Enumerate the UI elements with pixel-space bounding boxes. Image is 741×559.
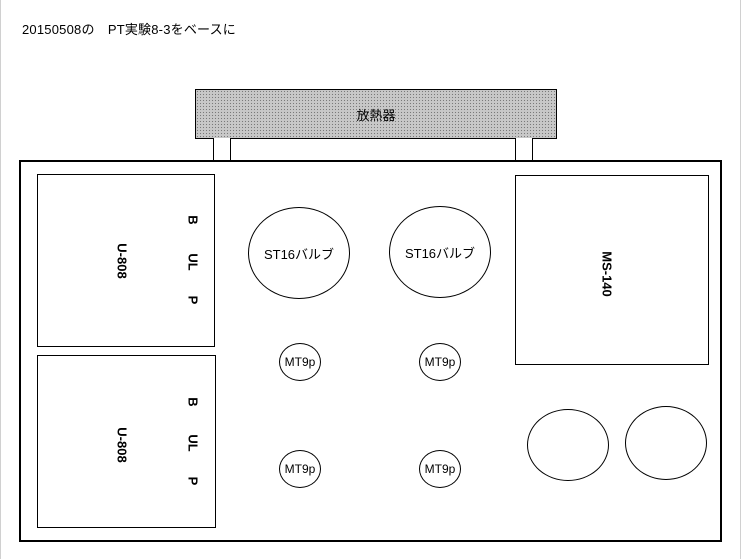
power-tube-socket-1-label: ST16バルブ (263, 246, 335, 262)
small-tube-socket-2-label: MT9p (424, 355, 456, 369)
diagram-title: 20150508の PT実験8-3をベースに (22, 22, 236, 37)
power-tube-socket-2: ST16バルブ (389, 206, 491, 298)
output-transformer-2-terminal-p: P (185, 476, 201, 486)
small-tube-socket-2: MT9p (419, 343, 461, 381)
heatsink: 放熱器 (195, 89, 557, 139)
output-transformer-2-terminal-b: B (185, 397, 201, 407)
power-tube-socket-2-label: ST16バルブ (404, 245, 476, 261)
small-tube-socket-1: MT9p (279, 343, 321, 381)
power-transformer: MS-140 (515, 175, 709, 365)
output-transformer-2: U-808 B UL P (37, 355, 216, 528)
capacitor-2 (625, 406, 707, 480)
capacitor-1 (527, 409, 609, 481)
heatsink-leg-left (213, 138, 231, 161)
power-transformer-model: MS-140 (599, 251, 615, 297)
small-tube-socket-3-label: MT9p (284, 462, 316, 476)
output-transformer-2-model: U-808 (114, 427, 130, 463)
frame-left-edge (0, 0, 1, 559)
output-transformer-1-terminal-ul: UL (185, 253, 201, 271)
output-transformer-1-terminal-b: B (185, 215, 201, 225)
heatsink-label: 放熱器 (356, 107, 396, 123)
output-transformer-1-terminal-p: P (185, 295, 201, 305)
small-tube-socket-1-label: MT9p (284, 355, 316, 369)
small-tube-socket-4: MT9p (419, 450, 461, 488)
heatsink-leg-right (515, 138, 533, 161)
output-transformer-2-terminal-ul: UL (185, 434, 201, 452)
power-tube-socket-1: ST16バルブ (248, 207, 350, 299)
output-transformer-1: U-808 B UL P (37, 174, 215, 347)
small-tube-socket-3: MT9p (279, 450, 321, 488)
small-tube-socket-4-label: MT9p (424, 462, 456, 476)
output-transformer-1-model: U-808 (114, 243, 130, 279)
